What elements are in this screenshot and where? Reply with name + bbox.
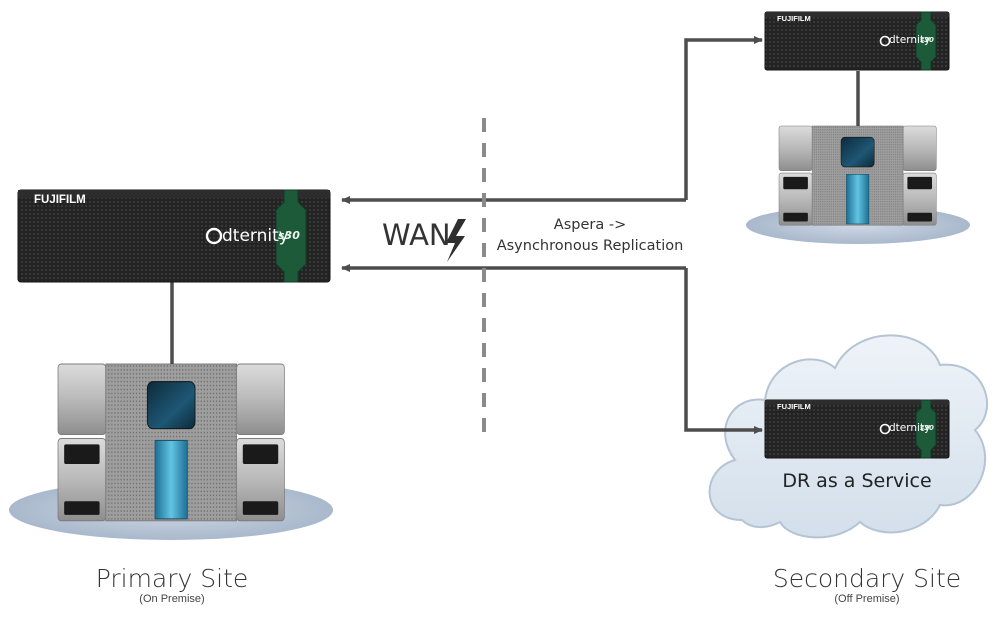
primary-brand-label: FUJIFILM (34, 194, 86, 206)
replication-label-line2: Asynchronous Replication (496, 238, 684, 254)
primary-site-title: Primary Site (95, 564, 249, 593)
secondary-top-brand-label: FUJIFILM (777, 14, 811, 23)
cloud-model-label: s30 (920, 424, 934, 432)
cloud-brand-label: FUJIFILM (777, 402, 811, 411)
lightning-bolt-icon (446, 219, 466, 262)
replication-label: Aspera -> Asynchronous Replication (490, 215, 690, 257)
secondary-appliance-top (764, 11, 950, 71)
replication-label-line1: Aspera -> (553, 217, 627, 233)
primary-site-caption: Primary Site (On Premise) (62, 564, 282, 605)
cloud-appliance (764, 399, 950, 459)
secondary-site-title: Secondary Site (772, 564, 962, 593)
cloud-label: DR as a Service (782, 470, 932, 492)
secondary-site-caption: Secondary Site (Off Premise) (752, 564, 982, 605)
connection-lines (170, 36, 860, 434)
primary-appliance (17, 189, 331, 283)
secondary-tape-library (778, 125, 937, 226)
primary-logo-label: dternity (222, 226, 289, 246)
secondary-top-model-label: s30 (920, 36, 934, 44)
secondary-top-logo-label: dternity (889, 34, 931, 46)
wan-label: WAN (382, 218, 451, 252)
replication-arrow-top (684, 36, 763, 200)
primary-site-subtitle: (On Premise) (139, 593, 205, 605)
secondary-site-subtitle: (Off Premise) (834, 593, 900, 605)
primary-tape-library (57, 363, 285, 522)
primary-model-label: s30 (278, 229, 300, 242)
cloud-logo-label: dternity (889, 422, 931, 434)
replication-arrow-to-cloud (684, 268, 763, 434)
